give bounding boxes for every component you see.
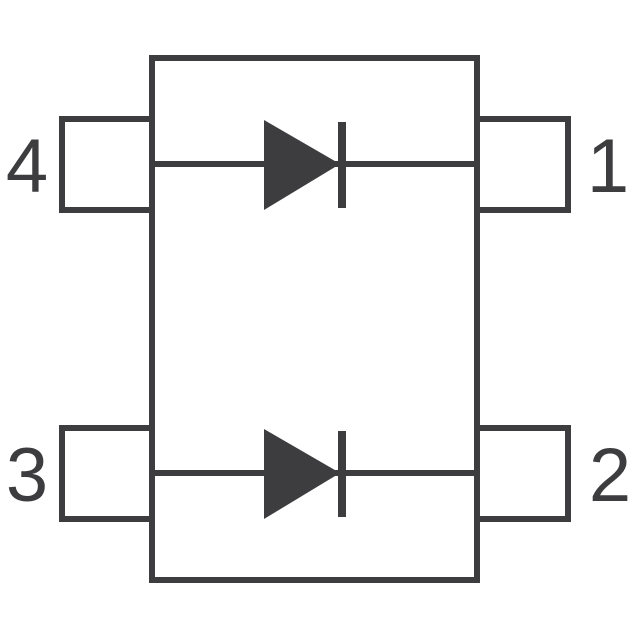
package-body — [149, 55, 480, 583]
diode-bottom-cathode-bar — [338, 431, 346, 517]
diode-top-anode-icon — [264, 120, 340, 210]
pin-label-2: 2 — [589, 433, 631, 518]
diode-bottom-anode-icon — [264, 429, 340, 519]
pin-label-4: 4 — [6, 124, 48, 209]
pad-1 — [474, 116, 571, 213]
pin-label-1: 1 — [587, 124, 629, 209]
pin-label-3: 3 — [6, 433, 48, 518]
pad-2 — [474, 425, 571, 522]
pad-3 — [59, 425, 155, 522]
diode-top-cathode-bar — [338, 122, 346, 208]
pad-4 — [59, 116, 155, 213]
